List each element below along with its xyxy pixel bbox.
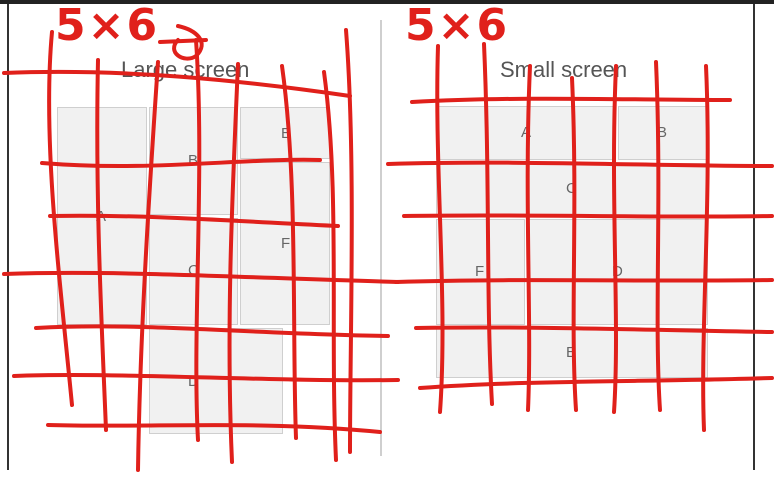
large-area-e-label: E: [281, 125, 292, 142]
left-frame-edge: [7, 4, 9, 470]
right-h-line-6: [418, 376, 774, 390]
left-note-scribble: [158, 24, 208, 61]
large-area-a-label: A: [96, 208, 107, 225]
large-area-b: B: [149, 107, 238, 215]
small-area-a: A: [436, 106, 616, 160]
small-area-f-label: F: [475, 263, 485, 280]
small-area-e: E: [436, 328, 708, 378]
small-screen-title: Small screen: [500, 57, 628, 82]
small-area-b: B: [618, 106, 708, 160]
small-area-f: F: [436, 219, 525, 325]
large-area-d: D: [149, 328, 283, 434]
panel-divider: [380, 20, 382, 456]
large-area-b-label: B: [188, 152, 199, 169]
left-handwritten-note: 5×6: [55, 0, 160, 51]
large-screen-title: Large screen: [121, 57, 250, 82]
large-area-c-label: C: [188, 262, 199, 279]
large-area-e: E: [240, 107, 330, 159]
large-area-f: F: [240, 162, 330, 325]
large-area-f-label: F: [281, 235, 291, 252]
large-area-c: C: [149, 218, 238, 325]
right-handwritten-note: 5×6: [405, 0, 510, 51]
right-h-line-1: [410, 96, 732, 104]
small-area-b-label: B: [657, 124, 668, 141]
small-area-c-label: C: [566, 180, 577, 197]
small-area-e-label: E: [566, 344, 577, 361]
small-area-d-label: D: [612, 263, 623, 280]
small-area-d: D: [527, 219, 708, 325]
left-v-line-8: [344, 28, 354, 454]
top-border: [0, 0, 774, 4]
large-area-a: A: [57, 107, 147, 325]
large-area-d-label: D: [188, 373, 199, 390]
small-area-c: C: [436, 163, 708, 216]
right-frame-edge: [753, 4, 755, 470]
small-area-a-label: A: [521, 124, 532, 141]
